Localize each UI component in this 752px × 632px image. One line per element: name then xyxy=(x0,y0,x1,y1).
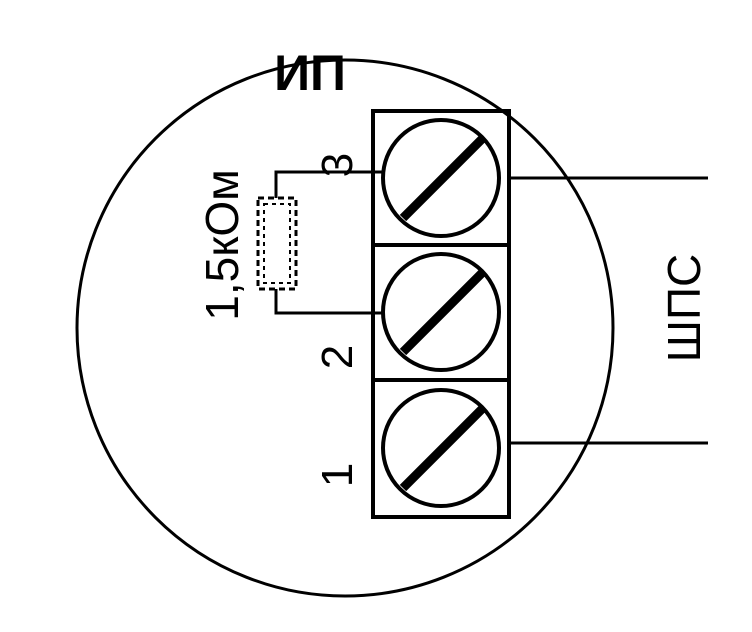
terminal-screw-2 xyxy=(381,252,501,372)
terminal-screw-1 xyxy=(381,388,501,508)
device-label: ИП xyxy=(274,45,346,101)
resistor-label: 1,5кОм xyxy=(196,169,248,320)
terminal-screw-3 xyxy=(381,118,501,238)
terminal-number-2: 2 xyxy=(313,345,362,369)
resistor-lead-bottom xyxy=(274,289,384,315)
resistor-inner xyxy=(263,203,291,284)
terminal-number-3: 3 xyxy=(313,153,362,177)
terminal-number-1: 1 xyxy=(313,463,362,487)
resistor-circuit xyxy=(256,170,384,315)
detector-body-circle xyxy=(75,58,615,598)
loop-label: ШПС xyxy=(658,254,710,362)
resistor-lead-top xyxy=(274,170,384,198)
terminal-block xyxy=(371,109,511,519)
